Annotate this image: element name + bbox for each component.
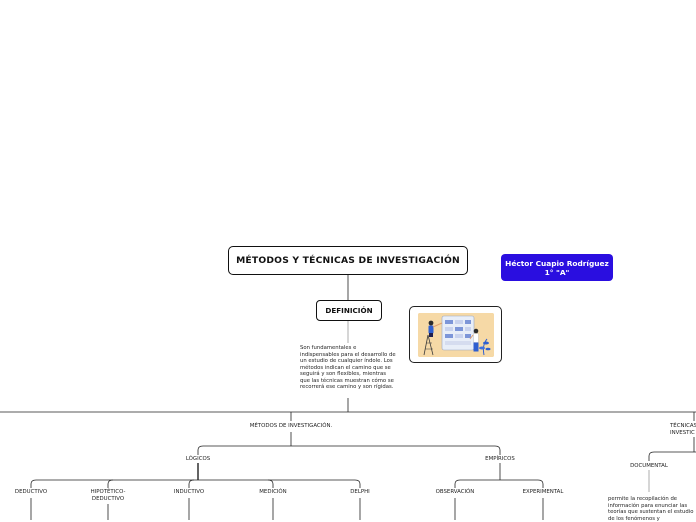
- definition-label: DEFINICIÓN: [325, 306, 373, 315]
- observacion-node[interactable]: OBSERVACIÓN: [435, 489, 475, 495]
- methods-node[interactable]: MÉTODOS DE INVESTIGACIÓN.: [249, 423, 333, 429]
- author-node[interactable]: Héctor Cuapio Rodríguez 1° "A": [501, 254, 613, 281]
- definition-node[interactable]: DEFINICIÓN: [316, 300, 382, 321]
- illustration-image: [418, 313, 494, 357]
- deductivo-node[interactable]: DEDUCTIVO: [14, 489, 48, 495]
- main-title-node[interactable]: MÉTODOS Y TÉCNICAS DE INVESTIGACIÓN: [228, 246, 468, 275]
- logicos-node[interactable]: LÓGICOS: [185, 456, 211, 462]
- main-title: MÉTODOS Y TÉCNICAS DE INVESTIGACIÓN: [236, 255, 460, 266]
- illustration-node[interactable]: [409, 306, 502, 363]
- delphi-node[interactable]: DELPHI: [350, 489, 370, 495]
- author-name: Héctor Cuapio Rodríguez: [505, 258, 609, 268]
- documental-node[interactable]: DOCUMENTAL: [630, 463, 668, 469]
- techniques-node[interactable]: TÉCNICAS INVESTIC: [670, 423, 696, 436]
- documental-text: permite la recopilación de información p…: [608, 496, 694, 522]
- empiricos-node[interactable]: EMPÍRICOS: [485, 456, 515, 462]
- author-group: 1° "A": [544, 267, 570, 277]
- definition-text: Son fundamentales e indispensables para …: [300, 345, 396, 390]
- hipotetico-deductivo-node[interactable]: HIPOTÉTICO- DEDUCTIVO: [90, 489, 126, 502]
- medicion-node[interactable]: MEDICIÓN: [259, 489, 287, 495]
- people-board-icon: [418, 313, 494, 357]
- inductivo-node[interactable]: INDUCTIVO: [173, 489, 205, 495]
- experimental-node[interactable]: EXPERIMENTAL: [522, 489, 564, 495]
